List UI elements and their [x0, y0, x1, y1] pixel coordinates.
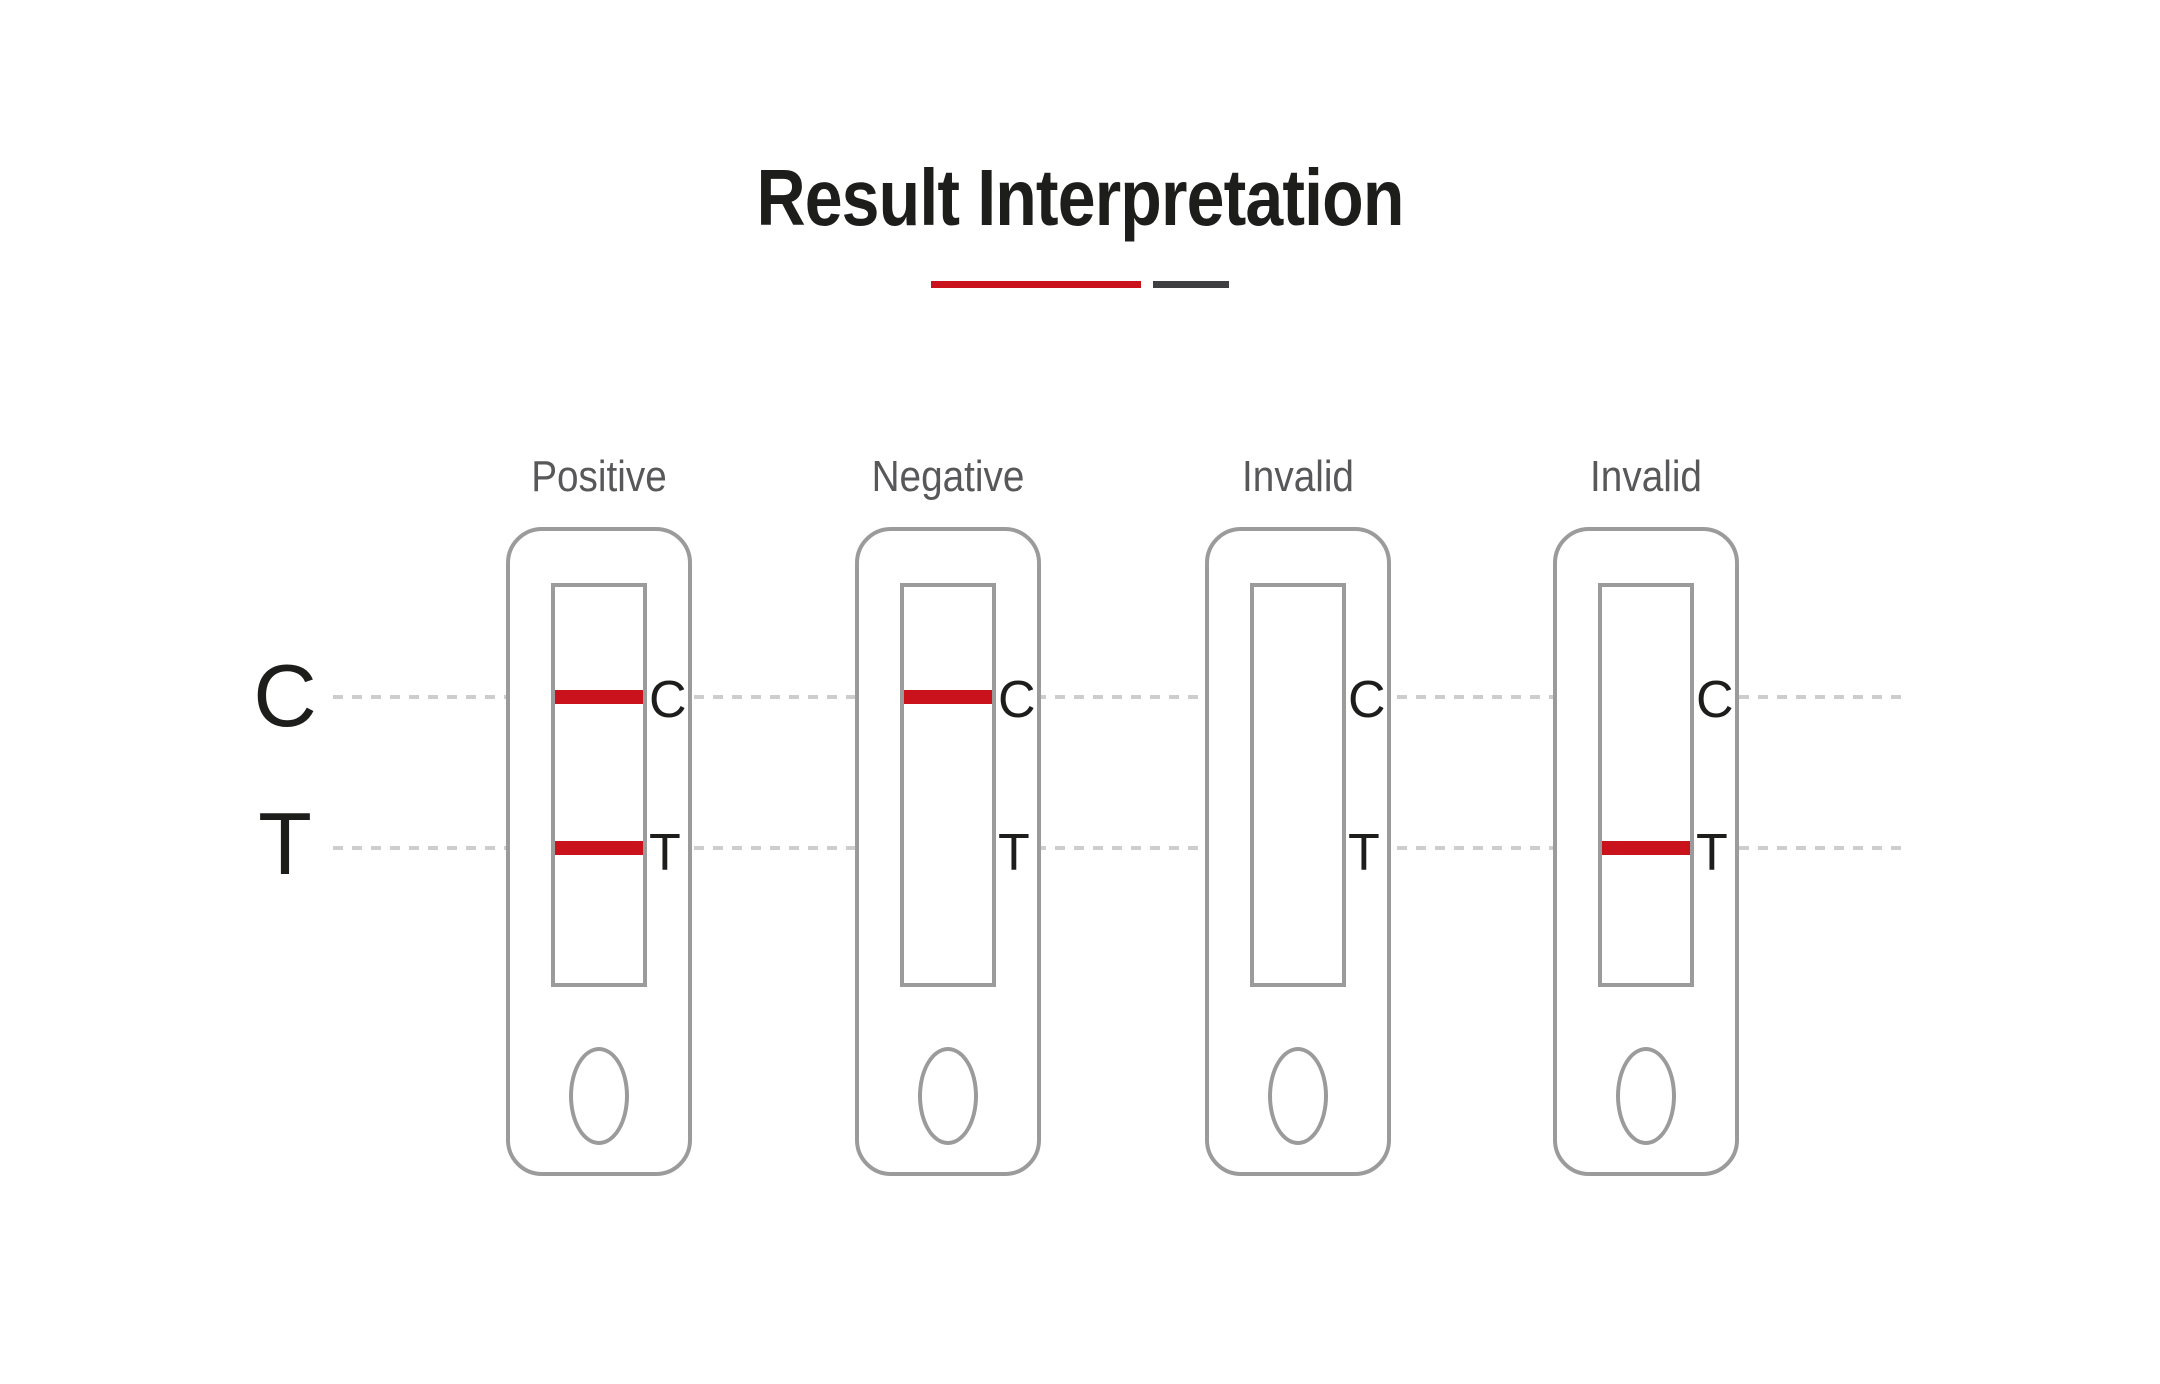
cassette-negative: C T — [855, 527, 1041, 1176]
result-window — [900, 583, 996, 987]
cassette-label-positive: Positive — [531, 452, 667, 501]
test-line — [1602, 841, 1690, 855]
control-line-letter: C — [649, 671, 687, 729]
page-title: Result Interpretation — [756, 153, 1404, 242]
result-window — [1598, 583, 1694, 987]
control-row-label: C — [253, 646, 317, 745]
control-line-letter: C — [1348, 671, 1386, 729]
control-row-dashed-line — [333, 695, 1907, 699]
sample-well — [1616, 1047, 1676, 1145]
cassette-positive: C T — [506, 527, 692, 1176]
sample-well — [1268, 1047, 1328, 1145]
test-row-dashed-line — [333, 846, 1907, 850]
control-line-letter: C — [1696, 671, 1734, 729]
result-window — [551, 583, 647, 987]
test-line-letter: T — [998, 824, 1030, 882]
control-line-letter: C — [998, 671, 1036, 729]
result-window — [1250, 583, 1346, 987]
test-line-letter: T — [1696, 824, 1728, 882]
test-line-letter: T — [1348, 824, 1380, 882]
divider-red-segment — [931, 281, 1141, 288]
title-divider — [0, 281, 2160, 288]
cassette-invalid-1: C T — [1205, 527, 1391, 1176]
cassette-invalid-2: C T — [1553, 527, 1739, 1176]
control-line — [555, 690, 643, 704]
sample-well — [569, 1047, 629, 1145]
test-row-label: T — [258, 794, 312, 893]
cassette-label-invalid-1: Invalid — [1242, 452, 1354, 501]
sample-well — [918, 1047, 978, 1145]
cassette-label-invalid-2: Invalid — [1590, 452, 1702, 501]
cassette-label-negative: Negative — [871, 452, 1025, 501]
test-line-letter: T — [649, 824, 681, 882]
test-line — [555, 841, 643, 855]
divider-dark-segment — [1153, 281, 1229, 288]
control-line — [904, 690, 992, 704]
